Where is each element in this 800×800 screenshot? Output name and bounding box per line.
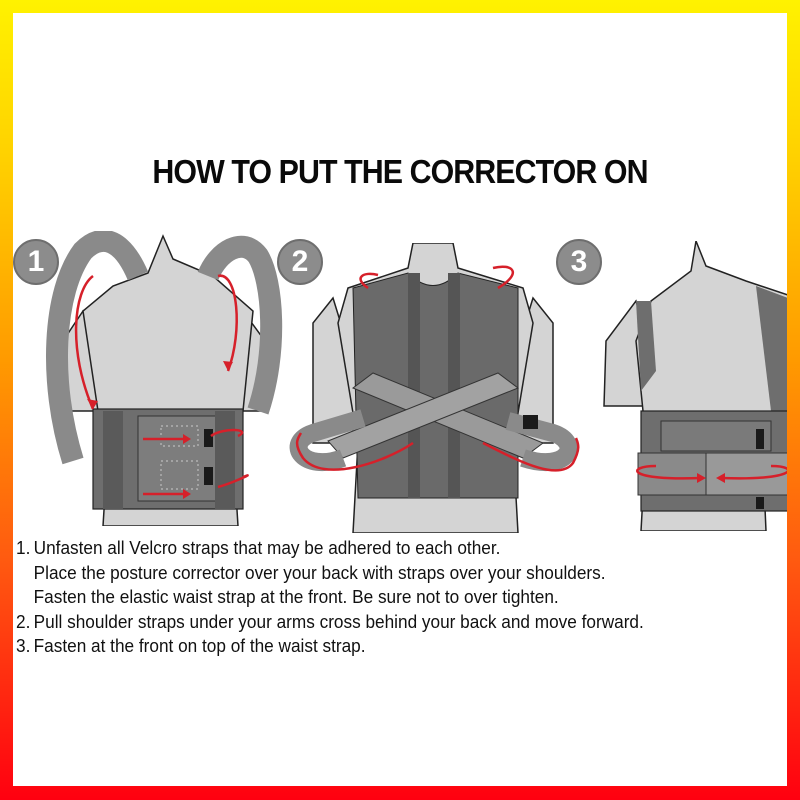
step-badge-1: 1: [13, 239, 59, 285]
step-badge-3: 3: [556, 239, 602, 285]
page-title: HOW TO PUT THE CORRECTOR ON: [152, 153, 648, 190]
instruction-step-2: 2.Pull shoulder straps under your arms c…: [16, 610, 723, 635]
step-text: Place the posture corrector over your ba…: [33, 561, 606, 583]
step-text: Unfasten all Velcro straps that may be a…: [33, 537, 501, 558]
figure-1-straps-over-shoulders-icon: [43, 231, 283, 526]
figure-2-crossed-straps-icon: [283, 243, 583, 533]
instruction-step-3: 3.Fasten at the front on top of the wais…: [16, 634, 723, 659]
step-badge-2: 2: [277, 239, 323, 285]
step-text: Fasten the elastic waist strap at the fr…: [33, 586, 559, 607]
figure-3-fastened-straps-icon: [596, 241, 787, 531]
step-number: 3.: [16, 635, 31, 656]
instruction-step-1-line-2: Place the posture corrector over your ba…: [16, 561, 723, 586]
instructions-list: 1.Unfasten all Velcro straps that may be…: [16, 536, 723, 659]
step-number: 1.: [16, 537, 31, 558]
step-text: Pull shoulder straps under your arms cro…: [33, 610, 644, 632]
instruction-card: HOW TO PUT THE CORRECTOR ON 1 2 3: [13, 13, 787, 786]
step-text: Fasten at the front on top of the waist …: [33, 635, 366, 656]
step-number: 2.: [16, 610, 31, 632]
instruction-step-1-line-3: Fasten the elastic waist strap at the fr…: [16, 585, 723, 610]
instruction-step-1: 1.Unfasten all Velcro straps that may be…: [16, 536, 723, 561]
